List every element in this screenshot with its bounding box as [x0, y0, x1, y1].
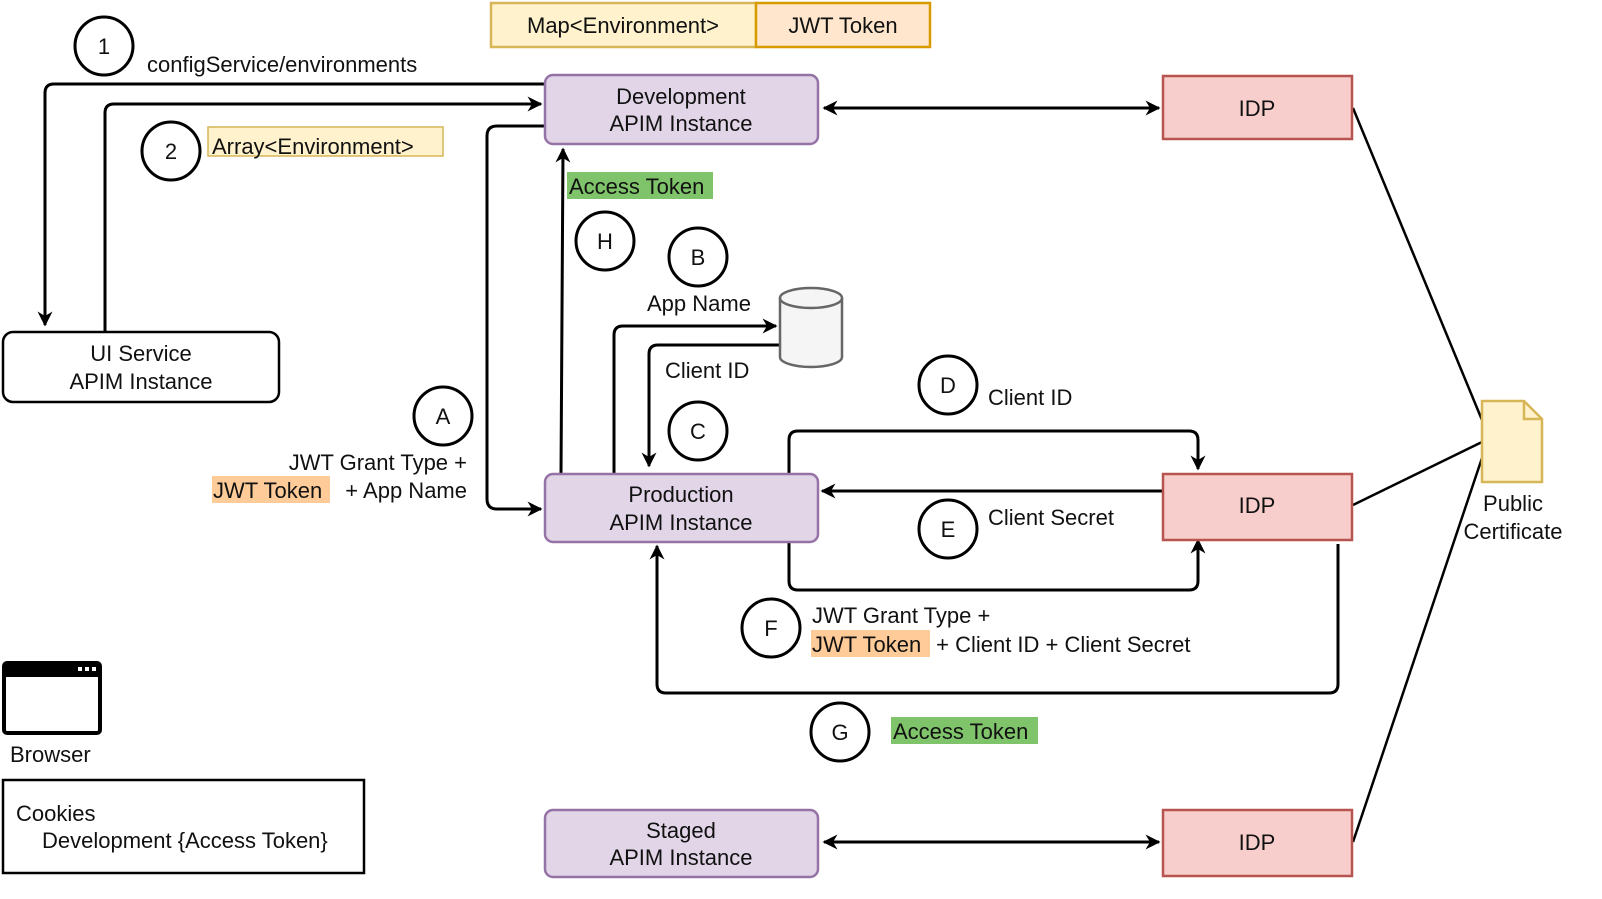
edge-idp-prod-cert: [1352, 440, 1483, 507]
dev-instance-line2: APIM Instance: [609, 111, 752, 136]
ui-service-line2: APIM Instance: [69, 369, 212, 394]
step-circle-d: [917, 354, 979, 416]
dev-instance-line1: Development: [616, 84, 746, 109]
step-circle-2: [140, 120, 202, 182]
label-access-token-g: Access Token: [893, 719, 1028, 744]
ui-service-line1: UI Service: [90, 341, 191, 366]
prod-instance-line1: Production: [628, 482, 733, 507]
step-markers: 1 2 A B C D E F G H: [73, 15, 979, 763]
step-circle-c: [667, 400, 729, 462]
edge-config-request: [37, 82, 545, 327]
label-client-id-c: Client ID: [665, 358, 749, 383]
prod-instance[interactable]: Production APIM Instance: [543, 472, 820, 544]
edge-idp-staged-cert: [1351, 457, 1484, 843]
certificate-label-line1: Public: [1483, 491, 1543, 516]
idp-prod-label: IDP: [1239, 493, 1276, 518]
step-circle-e: [917, 498, 979, 560]
step-circle-b: [667, 226, 729, 288]
step-label-g: G: [831, 720, 848, 745]
label-a-line1: JWT Grant Type +: [289, 450, 467, 475]
label-f-line1: JWT Grant Type +: [812, 603, 990, 628]
database-icon: [778, 286, 844, 369]
label-array-env: Array<Environment>: [212, 134, 414, 159]
step-circle-g: [809, 701, 871, 763]
step-label-h: H: [597, 229, 613, 254]
step-label-e: E: [941, 517, 956, 542]
legend: Map<Environment> JWT Token: [489, 1, 932, 49]
edge-g-access-token: [649, 544, 1340, 695]
step-circle-a: [412, 385, 474, 447]
connectors: [37, 82, 1484, 850]
certificate-label-line2: Certificate: [1463, 519, 1562, 544]
dev-instance[interactable]: Development APIM Instance: [543, 73, 820, 146]
edge-f-jwt-grant: [787, 538, 1206, 592]
browser-icon: [2, 661, 102, 735]
step-label-1: 1: [98, 34, 110, 59]
edge-b-app-name: [612, 318, 778, 474]
label-app-name: App Name: [647, 291, 751, 316]
label-client-secret: Client Secret: [988, 505, 1114, 530]
browser-label: Browser: [10, 742, 91, 767]
idp-dev-label: IDP: [1239, 96, 1276, 121]
edge-array-response: [103, 96, 543, 331]
label-access-token-h: Access Token: [569, 174, 704, 199]
step-circle-f: [740, 597, 802, 659]
label-access-token-g-highlight: [891, 717, 1038, 744]
edge-c-client-id: [641, 343, 782, 468]
label-f-rest: + Client ID + Client Secret: [930, 632, 1190, 657]
idp-staged[interactable]: IDP: [1161, 808, 1354, 878]
label-access-token-h-highlight: [567, 172, 713, 199]
step-label-d: D: [940, 373, 956, 398]
cookies-box: Cookies Development {Access Token}: [1, 778, 366, 875]
label-a-jwt: JWT Token: [213, 478, 322, 503]
cookies-value: Development {Access Token}: [42, 828, 328, 853]
label-client-id-d: Client ID: [988, 385, 1072, 410]
label-array-env-highlight: [207, 126, 444, 157]
label-f-jwt-highlight: [811, 630, 930, 657]
prod-instance-line2: APIM Instance: [609, 510, 752, 535]
edge-labels: configService/environments Array<Environ…: [147, 52, 1190, 744]
label-f-jwt: JWT Token: [812, 632, 921, 657]
legend-map-label: Map<Environment>: [527, 13, 719, 38]
step-label-c: C: [690, 419, 706, 444]
label-config-service: configService/environments: [147, 52, 417, 77]
legend-jwt-box: [754, 1, 932, 49]
ui-service[interactable]: UI Service APIM Instance: [1, 330, 281, 404]
idp-dev[interactable]: IDP: [1161, 74, 1354, 141]
legend-jwt-label: JWT Token: [788, 13, 897, 38]
certificate-icon: [1480, 399, 1544, 484]
step-label-b: B: [691, 245, 706, 270]
label-a-jwt-highlight: [212, 476, 330, 503]
idp-prod[interactable]: IDP: [1161, 472, 1354, 542]
edge-a-jwt-grant: [485, 124, 545, 517]
edge-d-client-id: [787, 429, 1206, 474]
legend-map-box: [489, 1, 758, 49]
staged-instance-line2: APIM Instance: [609, 845, 752, 870]
cookies-title: Cookies: [16, 801, 95, 826]
staged-instance[interactable]: Staged APIM Instance: [543, 808, 820, 879]
step-label-2: 2: [165, 139, 177, 164]
edge-h-access-token: [555, 147, 571, 475]
edge-idp-dev-cert: [1351, 107, 1484, 421]
step-circle-1: [73, 15, 135, 77]
step-label-a: A: [436, 404, 451, 429]
staged-instance-line1: Staged: [646, 818, 716, 843]
idp-staged-label: IDP: [1239, 830, 1276, 855]
step-circle-h: [574, 210, 636, 272]
label-a-rest: + App Name: [339, 478, 467, 503]
step-label-f: F: [764, 616, 777, 641]
